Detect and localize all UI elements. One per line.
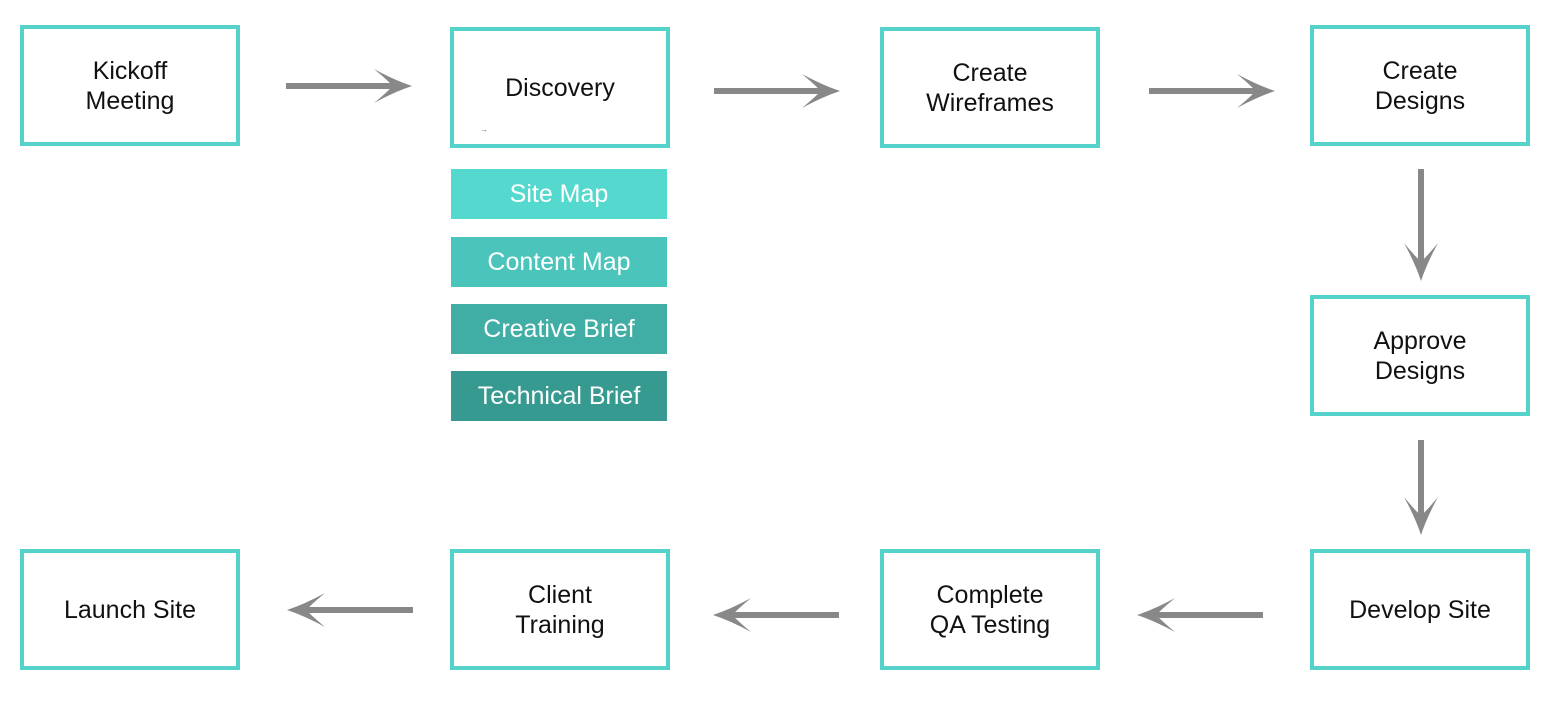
step-launch-site: Launch Site — [20, 549, 240, 670]
arrow-wireframes-to-designs — [1149, 74, 1275, 108]
step-create-designs: Create Designs — [1310, 25, 1530, 146]
arrow-designs-to-approve — [1404, 169, 1438, 281]
step-label: Complete QA Testing — [929, 580, 1051, 639]
step-kickoff-meeting: Kickoff Meeting — [20, 25, 240, 146]
arrow-qa-to-training — [713, 598, 839, 632]
output-site-map: Site Map — [451, 169, 667, 219]
step-approve-designs: Approve Designs — [1310, 295, 1530, 416]
step-discovery: Discovery — [450, 27, 670, 148]
output-creative-brief: Creative Brief — [451, 304, 667, 354]
arrow-develop-to-qa — [1137, 598, 1263, 632]
step-label: Create Wireframes — [926, 58, 1054, 117]
arrow-training-to-launch — [287, 593, 413, 627]
step-client-training: Client Training — [450, 549, 670, 670]
step-create-wireframes: Create Wireframes — [880, 27, 1100, 148]
output-label: Site Map — [509, 180, 609, 208]
step-label: Launch Site — [63, 595, 197, 624]
arrow-kickoff-to-discovery — [286, 69, 412, 103]
arrow-discovery-to-wireframes — [714, 74, 840, 108]
step-label: Discovery — [505, 73, 615, 102]
step-label: Develop Site — [1349, 595, 1491, 624]
output-label: Technical Brief — [477, 382, 641, 410]
step-complete-qa-testing: Complete QA Testing — [880, 549, 1100, 670]
output-label: Content Map — [487, 248, 631, 276]
step-label: Create Designs — [1374, 56, 1466, 115]
arrow-approve-to-develop — [1404, 440, 1438, 535]
output-content-map: Content Map — [451, 237, 667, 287]
step-label: Client Training — [515, 580, 605, 639]
output-label: Creative Brief — [483, 315, 635, 343]
step-label: Approve Designs — [1373, 326, 1467, 385]
output-technical-brief: Technical Brief — [451, 371, 667, 421]
step-develop-site: Develop Site — [1310, 549, 1530, 670]
step-label: Kickoff Meeting — [85, 56, 175, 115]
small-arrow-icon: → — [480, 125, 488, 134]
